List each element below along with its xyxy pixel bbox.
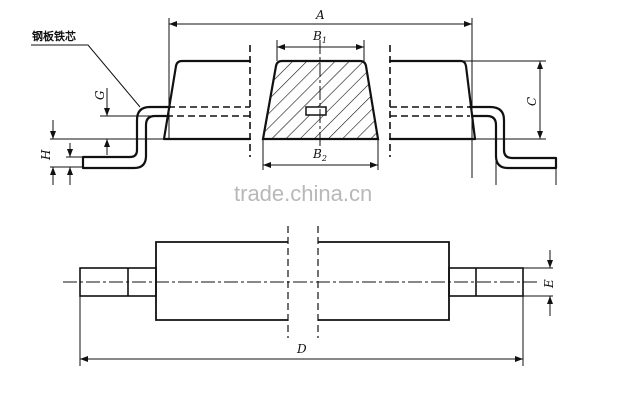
b1-label: B1	[312, 29, 327, 45]
e-label: E	[542, 279, 556, 289]
plate-cross-section	[305, 106, 327, 116]
right-core-block	[388, 59, 477, 141]
b2-label: B2	[312, 147, 327, 163]
a-label: A	[315, 8, 325, 22]
right-body	[318, 241, 450, 321]
left-steel-plate	[81, 105, 172, 170]
steel-core-label: 钢板铁芯	[32, 29, 76, 43]
bottom-side-view: E D	[63, 226, 556, 366]
g-label: G	[93, 90, 107, 100]
right-shaft-end	[448, 267, 524, 297]
top-section-view: A 钢板铁芯 G H B1	[31, 8, 558, 185]
right-steel-plate	[468, 105, 558, 170]
left-body	[155, 241, 288, 321]
left-core-block	[162, 59, 252, 141]
c-label: C	[525, 97, 539, 106]
watermark: trade.china.cn	[234, 181, 372, 206]
h-label: H	[39, 149, 53, 161]
d-label: D	[296, 342, 307, 356]
label-leader-line	[31, 44, 141, 108]
